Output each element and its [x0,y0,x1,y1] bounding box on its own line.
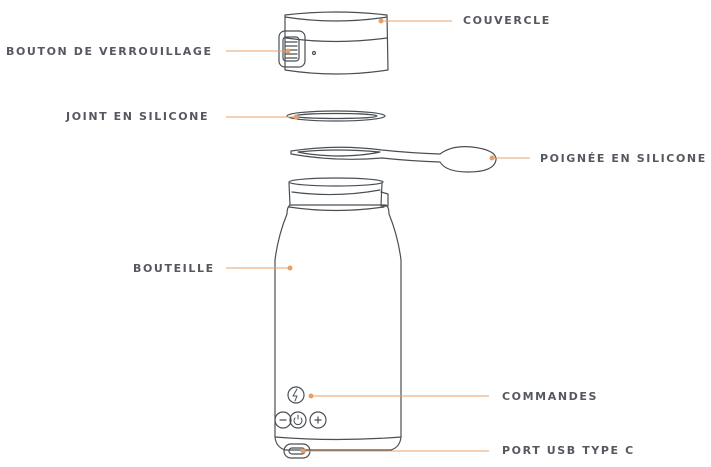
bottle [275,178,401,458]
label-port-usb: PORT USB TYPE C [502,444,635,457]
label-couvercle: COUVERCLE [463,14,551,27]
controls-panel [275,387,326,428]
lightning-icon [288,387,304,403]
label-poignee-silicone: POIGNÉE EN SILICONE [540,152,707,165]
silicone-seal [287,111,385,121]
label-bouteille: BOUTEILLE [133,262,215,275]
power-icon [290,412,306,428]
label-bouton-verrouillage: BOUTON DE VERROUILLAGE [6,45,213,58]
lid [279,12,388,74]
silicone-handle [291,147,496,172]
label-joint-silicone: JOINT EN SILICONE [66,110,209,123]
label-commandes: COMMANDES [502,390,598,403]
